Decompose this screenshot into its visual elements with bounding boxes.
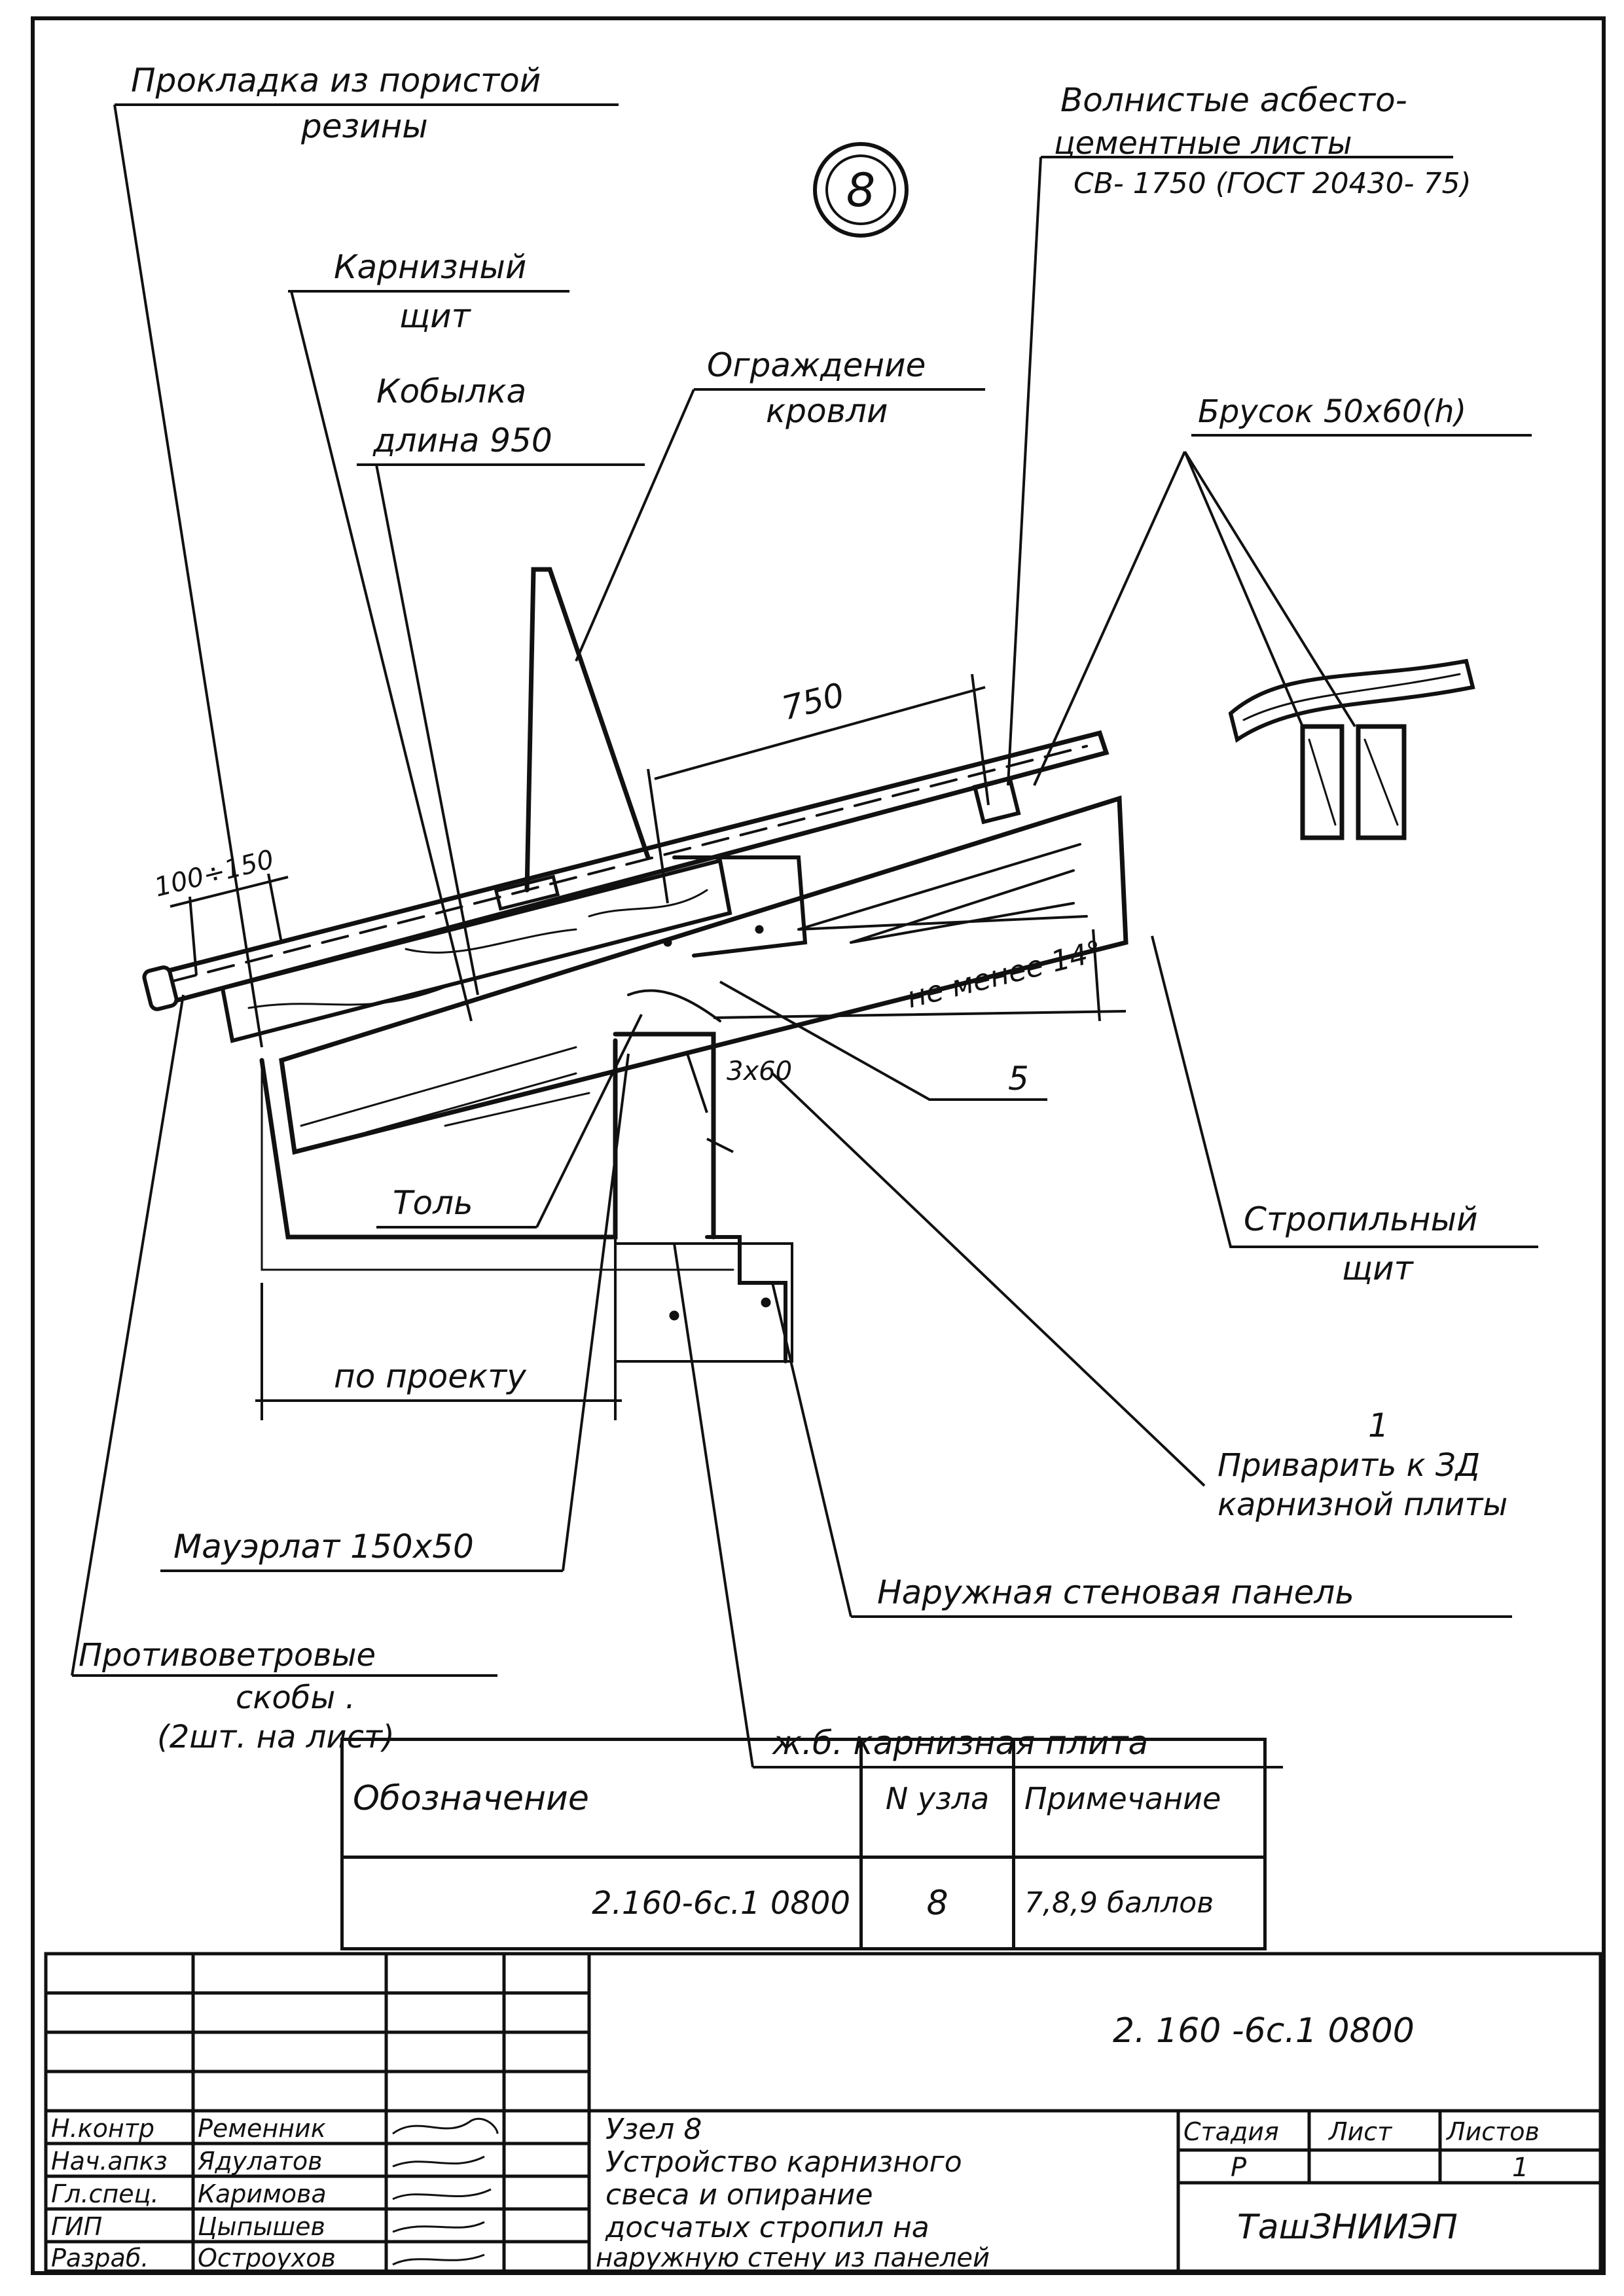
- label-kobylka-2: длина 950: [372, 422, 552, 459]
- panel-marker: [669, 1310, 679, 1321]
- spec-header-row: Обозначение N узла Примечание: [340, 1738, 1267, 1859]
- title-block-text: 2. 160 -6с.1 0800 Н.контр Нач.апкз Гл.сп…: [51, 2011, 1540, 2273]
- label-weld-2: карнизной плиты: [1218, 1486, 1507, 1523]
- name-1: Ядулатов: [197, 2147, 323, 2176]
- label-sheets-3: СВ- 1750 (ГОСТ 20430- 75): [1074, 167, 1471, 200]
- mauerlat-outline: [613, 1031, 716, 1240]
- ceiling-line: [261, 1059, 734, 1271]
- sheet-frame: [31, 16, 1606, 2275]
- label-sheets-1: Волнистые асбесто-: [1060, 81, 1407, 119]
- role-3: ГИП: [51, 2212, 102, 2241]
- label-sheets-2: цементные листы: [1054, 125, 1352, 162]
- label-roof-fence-1: Ограждение: [707, 346, 926, 384]
- sheet-end: [142, 965, 179, 1011]
- kobylka-board: [220, 858, 732, 1043]
- label-wind-1: Противоветровые: [79, 1637, 376, 1674]
- spec-header-designation: Обозначение: [340, 1738, 863, 1859]
- node-marker: 8: [813, 142, 909, 238]
- role-2: Гл.спец.: [51, 2179, 159, 2208]
- spec-header-note: Примечание: [1012, 1738, 1267, 1859]
- label-roof-fence-2: кровли: [766, 392, 888, 430]
- spec-row: 2.160-6с.1 0800 8 7,8,9 баллов: [340, 1856, 1267, 1950]
- bolt: [663, 938, 672, 947]
- title-line-4: наружную стену из панелей: [596, 2243, 990, 2273]
- title-line-3: досчатых стропил на: [605, 2211, 929, 2244]
- label-weld-1: Приварить к ЗД: [1218, 1447, 1480, 1484]
- rafter-grain-left: [300, 1046, 590, 1134]
- steel-angle: [705, 1235, 787, 1363]
- fence-base: [494, 874, 560, 911]
- node-number: 8: [846, 164, 876, 217]
- rafter-grain: [797, 843, 1088, 944]
- roof-assembly: [142, 567, 1475, 1363]
- label-dim-3x60: 3х60: [727, 1056, 792, 1086]
- sheet-header: Лист: [1327, 2117, 1393, 2146]
- name-2: Каримова: [198, 2179, 327, 2208]
- label-by-project: по проекту: [334, 1357, 527, 1395]
- sheet-profile-line: [169, 745, 1088, 983]
- role-1: Нач.апкз: [51, 2147, 168, 2176]
- label-bar: Брусок 50х60(h): [1198, 393, 1466, 430]
- drawing-code: 2. 160 -6с.1 0800: [1113, 2011, 1415, 2051]
- name-4: Остроухов: [198, 2244, 336, 2272]
- spec-cell-node: 8: [859, 1856, 1015, 1950]
- label-wind-2: скобы .: [236, 1679, 355, 1716]
- label-cornice-shield-1: Карнизный: [334, 248, 526, 286]
- name-0: Ременник: [198, 2114, 326, 2143]
- mauerlat-grain: [627, 989, 721, 1022]
- label-dim-750: 750: [778, 675, 848, 727]
- bolt: [755, 925, 764, 934]
- label-outer-panel: Наружная стеновая панель: [877, 1573, 1354, 1611]
- rafter-shield: [279, 795, 1128, 1155]
- title-line-0: Узел 8: [605, 2113, 702, 2146]
- panel-marker: [761, 1297, 771, 1308]
- label-pos-5: 5: [1008, 1060, 1029, 1098]
- title-line-1: Устройство карнизного: [605, 2145, 962, 2179]
- spec-table: Обозначение N узла Примечание 2.160-6с.1…: [340, 1738, 1267, 1950]
- stage-value: Р: [1231, 2153, 1247, 2183]
- title-block-grid: [44, 1952, 1602, 2273]
- org-name: ТашЗНИИЭП: [1237, 2208, 1458, 2247]
- name-3: Цыпышев: [198, 2212, 325, 2241]
- bar-section-detail: [1228, 658, 1475, 840]
- role-0: Н.контр: [51, 2114, 154, 2143]
- spec-header-node: N узла: [859, 1738, 1015, 1859]
- label-kobylka-1: Кобылка: [376, 372, 526, 410]
- title-line-2: свеса и опирание: [605, 2178, 873, 2212]
- label-gasket-2: резины: [300, 107, 428, 145]
- label-pos-1: 1: [1368, 1407, 1389, 1444]
- stage-header: Стадия: [1183, 2117, 1279, 2146]
- bar-block: [972, 776, 1021, 825]
- wood-grain: [247, 889, 708, 1009]
- outer-wall-panel: [614, 1242, 793, 1363]
- role-4: Разраб.: [51, 2244, 149, 2272]
- sheets-header: Листов: [1445, 2117, 1540, 2146]
- roof-fence: [524, 567, 651, 893]
- steel-bracket: [672, 855, 808, 958]
- label-rafter-shield-2: щит: [1342, 1249, 1415, 1287]
- spec-cell-designation: 2.160-6с.1 0800: [340, 1856, 863, 1950]
- sheets-value: 1: [1512, 2153, 1528, 2183]
- cornice-slab-outline: [259, 1038, 618, 1240]
- label-cornice-shield-2: щит: [399, 297, 472, 335]
- signatures: [392, 2118, 499, 2266]
- spec-cell-note: 7,8,9 баллов: [1012, 1856, 1267, 1950]
- label-mauerlat: Мауэрлат 150х50: [173, 1528, 474, 1566]
- label-rafter-shield-1: Стропильный: [1244, 1200, 1478, 1238]
- label-tol: Толь: [393, 1184, 473, 1222]
- label-gasket-1: Прокладка из пористой: [131, 62, 541, 99]
